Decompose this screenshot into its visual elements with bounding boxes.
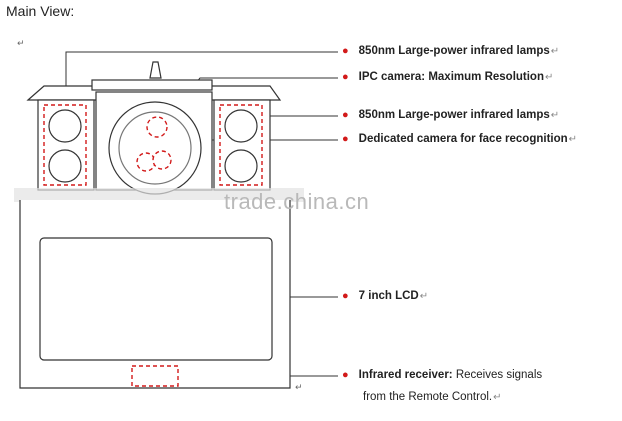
left-lamp-bottom xyxy=(48,149,82,183)
face-lens-left-marker xyxy=(136,152,156,172)
bullet-icon: ● xyxy=(342,133,349,145)
device-body xyxy=(19,200,291,389)
housing-roof-band xyxy=(91,79,213,91)
antenna xyxy=(149,61,162,79)
watermark: trade.china.cn xyxy=(224,189,370,214)
bullet-icon: ● xyxy=(342,369,349,381)
face-lens-right-marker xyxy=(152,150,172,170)
bullet-icon: ● xyxy=(342,109,349,121)
camera-dome-inner xyxy=(118,111,192,185)
callout-lamps-right: ● 850nm Large-power infrared lamps↵ xyxy=(342,109,559,121)
callout-label: IPC camera: Maximum Resolution xyxy=(358,71,544,83)
return-mark: ↵ xyxy=(17,38,25,48)
return-mark: ↵ xyxy=(493,392,502,403)
left-lamp-top xyxy=(48,109,82,143)
callout-face-camera: ● Dedicated camera for face recognition↵ xyxy=(342,133,577,145)
page-title: Main View: xyxy=(6,3,75,19)
callout-label: 7 inch LCD xyxy=(358,290,419,302)
callout-detail: Receives signals xyxy=(455,369,543,381)
callout-ir-receiver: ● Infrared receiver: Receives signals xyxy=(342,369,542,381)
callout-ipc-camera: ● IPC camera: Maximum Resolution↵ xyxy=(342,71,553,83)
callout-label: 850nm Large-power infrared lamps xyxy=(358,109,550,121)
callout-detail-line2: from the Remote Control.↵ xyxy=(363,391,502,403)
callout-label: Infrared receiver: xyxy=(358,369,453,381)
callout-lcd: ● 7 inch LCD↵ xyxy=(342,290,428,302)
blur-band xyxy=(14,188,304,202)
right-lamp-bottom xyxy=(224,149,258,183)
ipc-lens-marker xyxy=(146,116,168,138)
bullet-icon: ● xyxy=(342,71,349,83)
bullet-icon: ● xyxy=(342,290,349,302)
ir-receiver-marker xyxy=(131,365,179,387)
return-mark: ↵ xyxy=(295,382,303,392)
callout-label: Dedicated camera for face recognition xyxy=(358,133,568,145)
callout-label: 850nm Large-power infrared lamps xyxy=(358,45,550,57)
return-mark: ↵ xyxy=(568,134,578,145)
return-mark: ↵ xyxy=(544,72,554,83)
lcd-screen xyxy=(39,237,273,361)
callout-detail: from the Remote Control. xyxy=(363,391,493,403)
camera-housing xyxy=(26,61,282,195)
return-mark: ↵ xyxy=(550,46,560,57)
return-mark: ↵ xyxy=(419,291,429,302)
return-mark: ↵ xyxy=(550,110,560,121)
callout-lamps-left: ● 850nm Large-power infrared lamps↵ xyxy=(342,45,559,57)
bullet-icon: ● xyxy=(342,45,349,57)
right-lamp-top xyxy=(224,109,258,143)
